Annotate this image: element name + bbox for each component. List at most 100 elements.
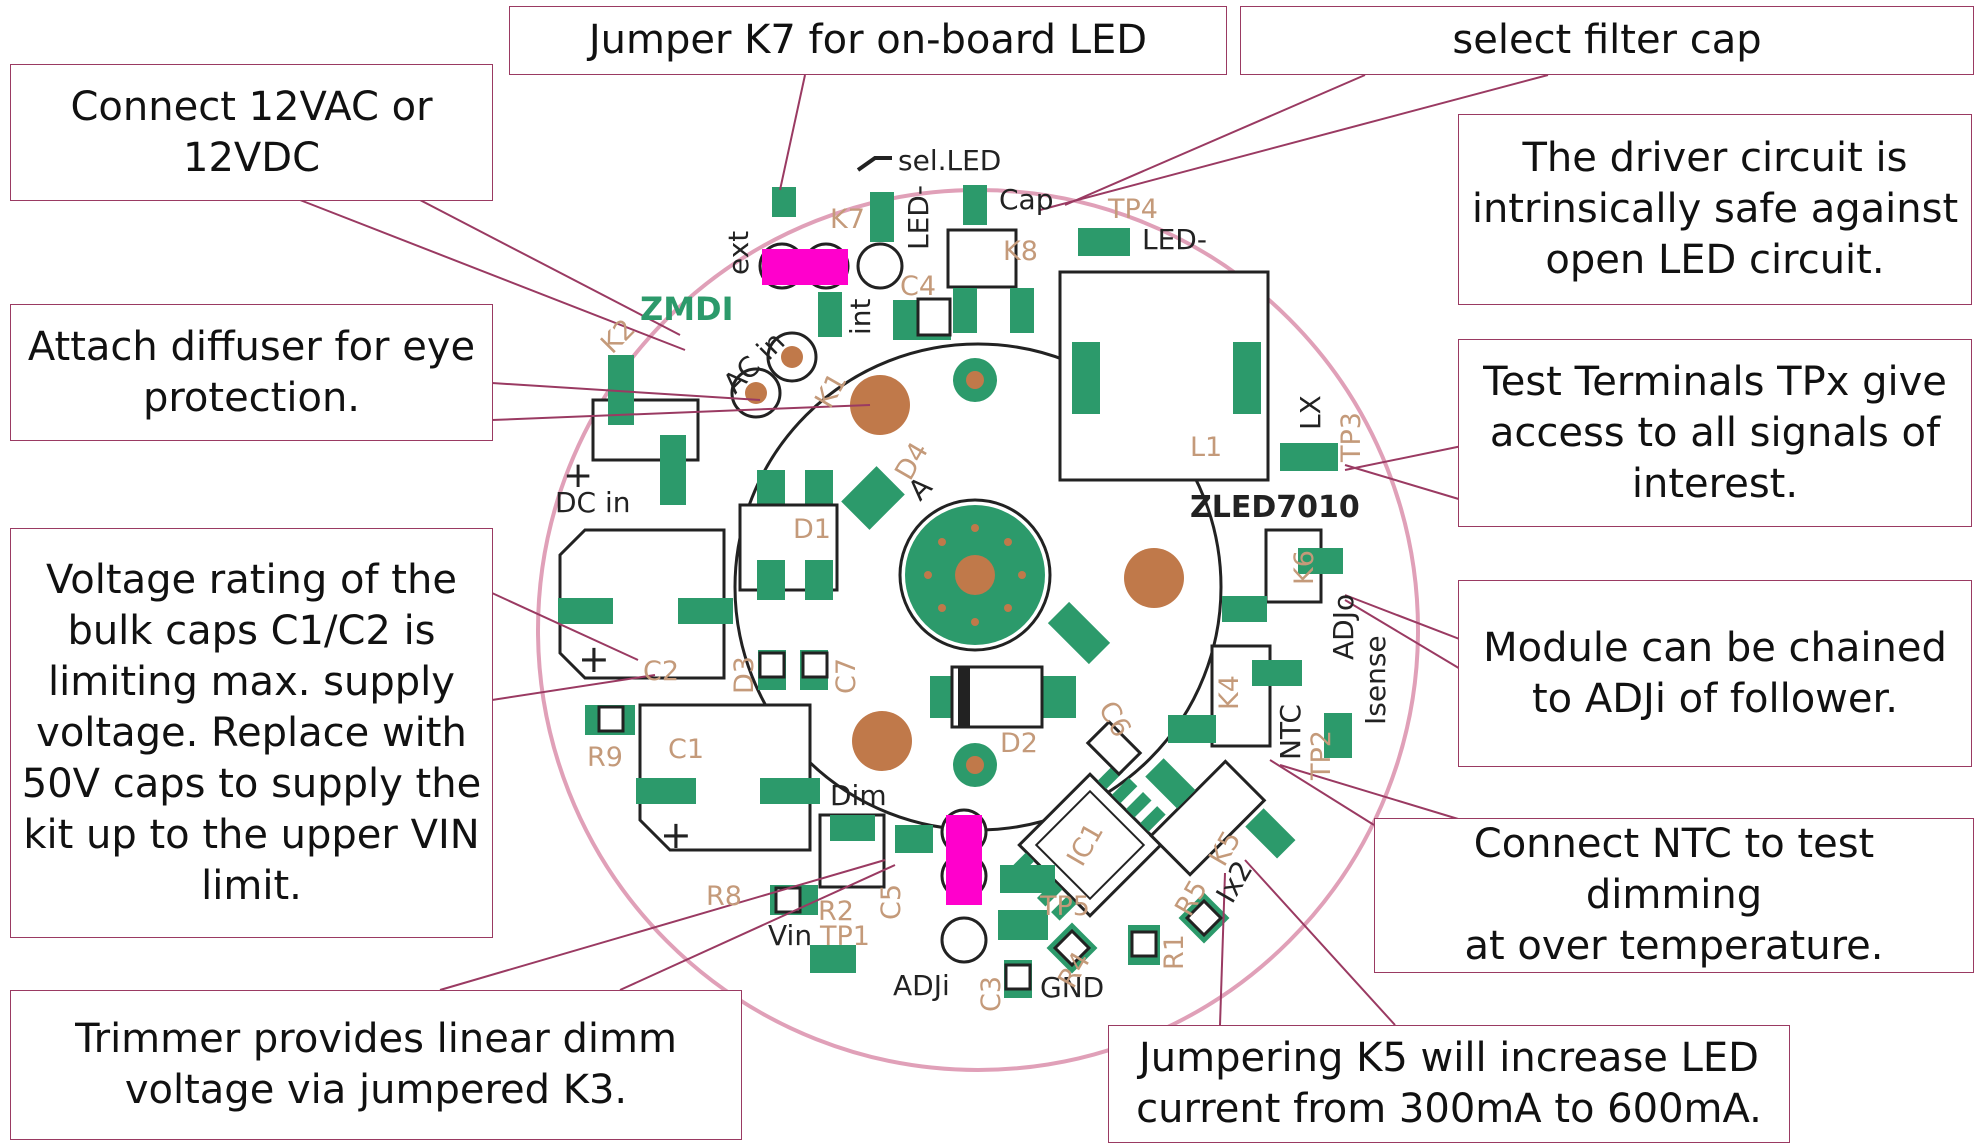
- callout-chain: Module can be chained to ADJi of followe…: [1458, 580, 1972, 767]
- r2-pad: [1000, 865, 1055, 893]
- d1-pad-bottom-right: [805, 560, 833, 600]
- d3-body: [758, 651, 786, 679]
- ref-d2: D2: [1000, 728, 1038, 759]
- k5-pad-1: [1145, 758, 1196, 809]
- tp2-pad: [1324, 713, 1352, 758]
- d1-pad-bottom-left: [757, 560, 785, 600]
- callout-k7-jumper: Jumper K7 for on-board LED: [509, 6, 1227, 75]
- ref-k4: K4: [1214, 675, 1245, 710]
- ref-c5: C5: [876, 884, 907, 920]
- silk-cap: Cap: [999, 183, 1053, 216]
- silk-adjo: ADJo: [1327, 594, 1360, 660]
- center-led-hole: [955, 555, 995, 595]
- d1-pad-top-left: [757, 470, 785, 510]
- r5-body: [1184, 898, 1224, 938]
- k8-body: [946, 228, 1018, 289]
- silk-vin: Vin: [768, 919, 812, 952]
- silk-c1-plus: +: [660, 813, 692, 857]
- silk-gnd: GND: [1040, 971, 1104, 1004]
- ref-r2: R2: [818, 896, 854, 927]
- zmdi-logo: ZMDI: [640, 290, 734, 328]
- k2-pad-2: [660, 435, 686, 505]
- tp3-pad: [1280, 443, 1338, 471]
- callout-k5: Jumpering K5 will increase LED current f…: [1108, 1025, 1790, 1143]
- silk-model: ZLED7010: [1190, 490, 1360, 525]
- led-select-pad: [870, 192, 894, 242]
- ref-tp4: TP4: [1107, 194, 1158, 225]
- k8-pad-2: [1010, 288, 1034, 333]
- ref-k6: K6: [1289, 550, 1320, 585]
- silk-isense: Isense: [1359, 635, 1392, 725]
- ref-c2: C2: [643, 656, 679, 687]
- d1-pad-top-right: [805, 470, 833, 510]
- ref-c1: C1: [668, 734, 704, 765]
- c2-pad-left: [558, 598, 613, 624]
- k7-pad-top: [772, 187, 796, 217]
- r8-body: [774, 886, 802, 914]
- c1-pad-right: [760, 778, 820, 804]
- callout-trimmer: Trimmer provides linear dimm voltage via…: [10, 990, 742, 1140]
- silk-led-minus-vertical: LED-: [902, 185, 935, 250]
- tp1-pad: [810, 945, 856, 973]
- silk-int: int: [844, 298, 877, 335]
- ref-l1: L1: [1190, 432, 1222, 463]
- k5-pad-2: [1245, 808, 1296, 859]
- k6-pad-1: [1298, 548, 1343, 574]
- ref-tp1: TP1: [819, 921, 870, 952]
- callout-filter-cap: select filter cap: [1240, 6, 1974, 75]
- mounting-hole-top-left: [850, 375, 910, 435]
- center-led-vias: [924, 524, 1026, 626]
- k7-pin-3: [856, 242, 904, 290]
- led-pad-diag: [1047, 601, 1111, 665]
- r4-body: [1052, 928, 1092, 968]
- tp5-pad: [998, 910, 1048, 940]
- callout-voltage-rating: Voltage rating of the bulk caps C1/C2 is…: [10, 528, 493, 938]
- d4-pad: [841, 466, 905, 530]
- via-hole-bottom: [966, 756, 984, 774]
- sel-led-mark: [856, 156, 892, 172]
- ref-r1: R1: [1159, 934, 1190, 970]
- via-hole-top: [966, 371, 984, 389]
- c2-capacitor-body: [558, 528, 726, 680]
- callout-open-led: The driver circuit is intrinsically safe…: [1458, 114, 1972, 305]
- ref-k8: K8: [1003, 236, 1038, 267]
- ref-r8: R8: [706, 881, 742, 912]
- r9-body: [597, 705, 625, 733]
- k4-pad-1: [1252, 660, 1302, 686]
- ref-c7: C7: [831, 658, 862, 694]
- k7-jumper: [762, 249, 848, 285]
- silk-dim: Dim: [830, 779, 887, 812]
- cap-select-pad: [963, 185, 987, 225]
- ref-tp2: TP2: [1306, 730, 1337, 781]
- silk-c2-plus: +: [578, 637, 610, 681]
- silk-led-minus-right: LED-: [1142, 223, 1207, 256]
- callout-leader-lines: [299, 74, 1549, 1026]
- k5-body: [1149, 759, 1267, 877]
- ref-k7: K7: [830, 204, 865, 235]
- c5-pad-1: [895, 825, 933, 853]
- ref-c3: C3: [976, 976, 1007, 1012]
- l1-pad-left: [1072, 342, 1100, 414]
- silk-ext: ext: [722, 231, 755, 275]
- center-led-outline: [898, 498, 1052, 652]
- c2-pad-right: [678, 598, 733, 624]
- ref-tp5: TP5: [1039, 891, 1090, 922]
- tp4-pad: [1078, 228, 1130, 256]
- ref-d3: D3: [729, 656, 760, 694]
- silk-dc-in: DC in: [555, 486, 631, 519]
- mounting-hole-bottom-left: [852, 711, 912, 771]
- k3-pin-3: [940, 916, 988, 964]
- callout-supply: Connect 12VAC or 12VDC: [10, 64, 493, 201]
- k7-lower-pad: [818, 292, 842, 337]
- silk-lx: LX: [1294, 395, 1327, 430]
- d2-cathode-band: [958, 667, 970, 727]
- silk-adji: ADJi: [893, 969, 950, 1002]
- l1-pad-right: [1233, 342, 1261, 414]
- mounting-hole-right: [1124, 548, 1184, 608]
- c3-body: [1004, 963, 1032, 991]
- ref-tp3: TP3: [1336, 412, 1367, 463]
- c4-body: [916, 297, 952, 337]
- silk-sel-led: sel.LED: [898, 144, 1001, 177]
- ac-in-hole-1: [781, 346, 803, 368]
